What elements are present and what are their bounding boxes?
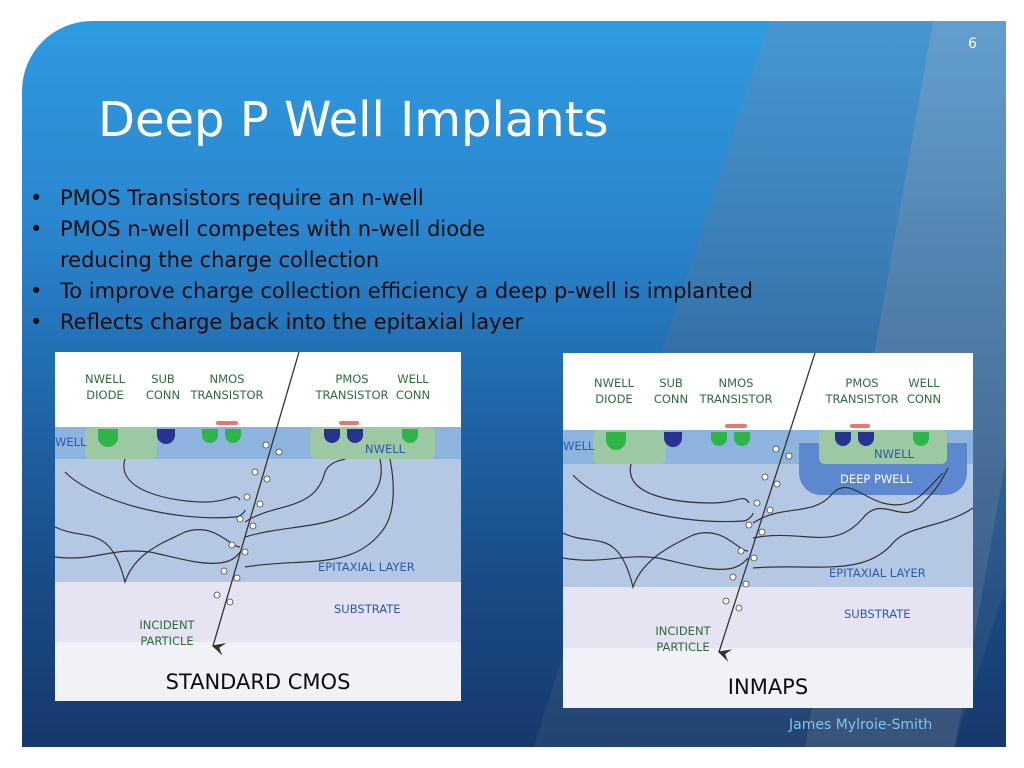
standard-cmos-figure: NWELL DIODE SUB CONN NMOS TRANSISTOR PMO… [54,351,461,701]
charge-carriers [722,445,793,612]
pmos-label: TRANSISTOR [314,388,388,402]
nwell-label: NWELL [365,442,406,456]
top-region [55,352,461,427]
pmos-source [324,429,340,443]
nwell-diode-label: NWELL [594,376,635,390]
slide-title: Deep P Well Implants [98,92,609,148]
well-contact [402,429,418,443]
well-contact [913,432,929,446]
pmos-label: PMOS [335,372,368,386]
sub-conn-label: CONN [146,388,180,402]
diode-contact [98,429,118,447]
charge-carriers [213,441,283,606]
diffusion-paths [54,458,394,585]
sub-conn-label: CONN [654,392,688,406]
page-number: 6 [968,36,977,52]
pmos-drain [858,432,874,446]
bullet-text: PMOS n-well competes with n-well diode [60,217,486,241]
nmos-source [711,432,727,446]
edge-well [437,427,461,459]
bullet-item: Reflects charge back into the epitaxial … [30,307,753,338]
bullet-text-continuation: reducing the charge collection [60,248,380,272]
substrate-fade [55,642,461,701]
sub-conn-label: SUB [659,376,683,390]
diffusion-paths [562,463,974,590]
author-footer: James Mylroie-Smith [789,717,933,733]
pmos-label: TRANSISTOR [824,392,898,406]
pmos-label: PMOS [845,376,878,390]
nwell-diode-region [85,427,157,459]
pmos-gate [339,421,359,425]
nmos-label: TRANSISTOR [698,392,772,406]
well-conn-label: CONN [907,392,941,406]
well-conn-label: WELL [908,376,940,390]
substrate-label: SUBSTRATE [334,602,401,616]
nwell-diode-region [593,430,666,464]
sub-contact [664,432,682,447]
top-region [563,353,973,430]
nmos-gate [216,421,238,425]
incident-particle-label: PARTICLE [140,634,193,648]
substrate-label: SUBSTRATE [844,607,911,621]
bullet-text: Reflects charge back into the epitaxial … [60,310,524,334]
incident-particle-label: PARTICLE [656,640,709,654]
incident-particle-label: INCIDENT [655,624,711,638]
nmos-label: TRANSISTOR [189,388,263,402]
bullet-list: PMOS Transistors require an n-well PMOS … [30,183,753,338]
sub-conn-label: SUB [151,372,175,386]
bullet-item: PMOS Transistors require an n-well [30,183,753,214]
inmaps-caption: INMAPS [727,675,809,699]
sub-contact [157,429,175,444]
nmos-label: NMOS [719,376,754,390]
pmos-gate [850,424,870,428]
nmos-source [202,429,218,443]
nmos-label: NMOS [210,372,245,386]
nwell-label: NWELL [874,447,915,461]
inmaps-diagram: NWELL DIODE SUB CONN NMOS TRANSISTOR PMO… [562,352,974,708]
incident-particle-track [211,351,300,656]
standard-cmos-caption: STANDARD CMOS [165,670,351,694]
bullet-text: PMOS Transistors require an n-well [60,186,424,210]
epitaxial-layer-label: EPITAXIAL LAYER [829,566,926,580]
bullet-text: To improve charge collection efficiency … [60,279,753,303]
nwell-diode-label: DIODE [595,392,632,406]
pmos-drain [347,429,363,443]
well-conn-label: WELL [397,372,429,386]
bullet-item: PMOS n-well competes with n-well diode re… [30,214,753,276]
well-edge-label: WELL [55,435,87,449]
standard-cmos-diagram: NWELL DIODE SUB CONN NMOS TRANSISTOR PMO… [54,351,461,701]
incident-particle-track [717,352,816,662]
nmos-drain [734,432,750,446]
epitaxial-layer-label: EPITAXIAL LAYER [318,560,415,574]
nmos-drain [225,429,241,443]
nwell-diode-label: DIODE [86,388,123,402]
inmaps-figure: NWELL DIODE SUB CONN NMOS TRANSISTOR PMO… [562,352,974,708]
well-edge-label: WELL [563,439,595,453]
substrate-fade [563,648,973,708]
diode-contact [606,432,626,450]
bullet-item: To improve charge collection efficiency … [30,276,753,307]
nmos-gate [725,424,747,428]
incident-particle-label: INCIDENT [139,618,195,632]
well-conn-label: CONN [396,388,430,402]
pmos-source [835,432,851,446]
deep-pwell-label: DEEP PWELL [840,472,913,486]
nwell-diode-label: NWELL [85,372,126,386]
